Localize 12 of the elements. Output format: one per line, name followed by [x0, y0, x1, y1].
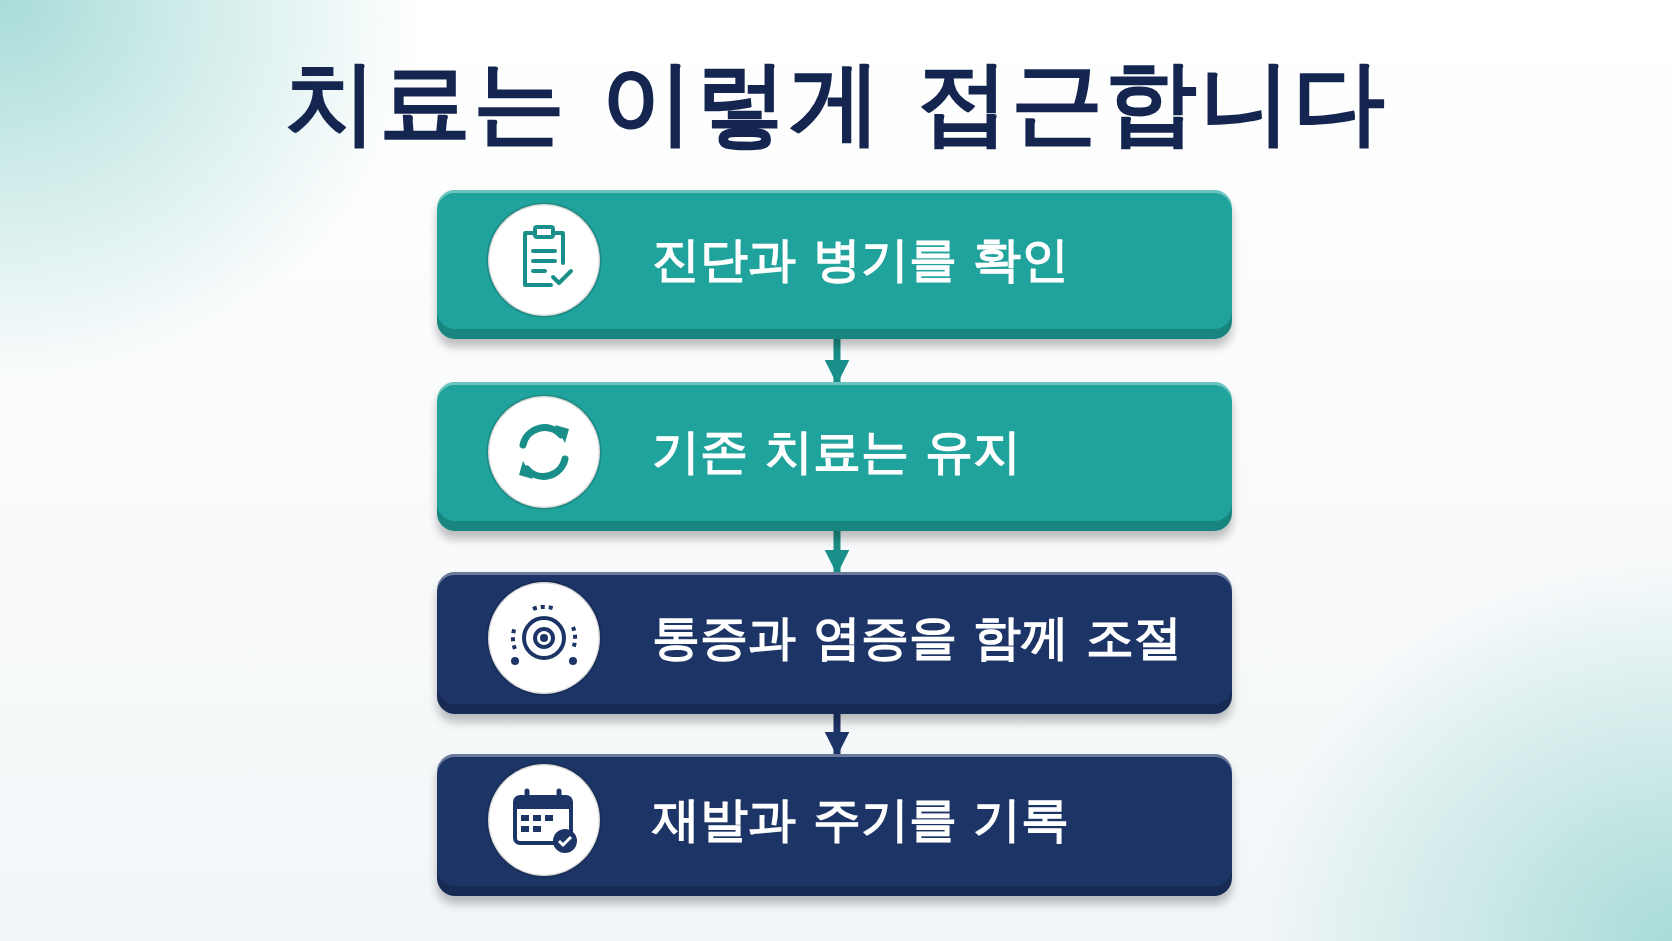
- arrow: [824, 531, 850, 575]
- arrow: [824, 714, 850, 757]
- step-label: 진단과 병기를 확인: [652, 229, 1070, 289]
- title: 치료는 이렇게 접근합니다: [283, 50, 1389, 156]
- step-label: 재발과 주기를 기록: [652, 790, 1070, 849]
- step-label: 기존 치료는 유지: [652, 421, 1022, 481]
- step-label: 통증과 염증을 함께 조절: [652, 608, 1183, 667]
- step-box: [437, 754, 1232, 896]
- step-box: [437, 382, 1232, 531]
- step-box: [437, 190, 1232, 339]
- arrow: [824, 339, 850, 385]
- step-box: [437, 572, 1232, 714]
